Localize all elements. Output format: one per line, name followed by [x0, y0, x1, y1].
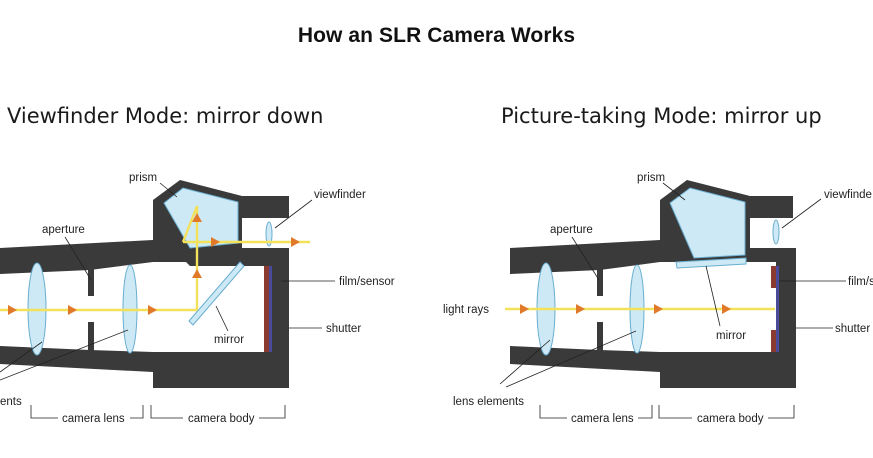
reflex-mirror — [188, 261, 245, 326]
leader-line — [0, 341, 43, 373]
left-panel-title: Viewfinder Mode: mirror down — [7, 104, 324, 128]
aperture-blade-bottom — [88, 322, 94, 352]
sensor-plane — [269, 266, 272, 352]
camera-lens-bracket — [539, 405, 653, 419]
light-ray-prism — [181, 205, 199, 243]
label-camera-body: camera body — [697, 413, 764, 425]
label-film-sensor: film/sensor — [339, 276, 395, 288]
viewfinder-lens — [772, 219, 780, 245]
leader-line — [571, 236, 600, 281]
label-mirror: mirror — [716, 330, 746, 342]
camera-body-bracket — [150, 405, 286, 419]
leader-line — [0, 329, 129, 381]
prism-glass — [163, 187, 239, 249]
aperture-blade-top — [88, 266, 94, 296]
ray-arrow — [576, 304, 585, 314]
leader-line — [662, 182, 686, 201]
viewfinder-housing — [242, 196, 289, 218]
label-mirror: mirror — [214, 334, 244, 346]
right-panel: prism viewfinde aperture film/s light ra… — [443, 172, 873, 425]
label-viewfinder: viewfinde — [824, 189, 872, 201]
label-camera-body: camera body — [188, 413, 255, 425]
camera-body-bracket — [658, 405, 795, 419]
label-prism: prism — [129, 172, 157, 184]
leader-line — [705, 265, 721, 327]
ray-arrow — [8, 305, 17, 315]
film-plane — [771, 330, 776, 352]
label-shutter: shutter — [326, 323, 361, 335]
prism-glass — [669, 187, 746, 259]
label-aperture: aperture — [42, 224, 85, 236]
film-plane — [771, 266, 776, 288]
label-camera-lens: camera lens — [571, 413, 634, 425]
label-aperture: aperture — [550, 224, 593, 236]
leader-line — [274, 199, 313, 229]
ray-arrow — [520, 304, 529, 314]
leader-line — [159, 182, 178, 198]
viewfinder-lens — [265, 221, 273, 247]
page-title: How an SLR Camera Works — [297, 24, 576, 47]
leader-line — [215, 305, 229, 332]
ray-arrow — [291, 237, 300, 247]
leader-line — [64, 236, 92, 281]
label-camera-lens: camera lens — [62, 413, 125, 425]
left-panel: prism viewfinder aperture film/sensor mi… — [0, 172, 395, 425]
label-viewfinder: viewfinder — [314, 189, 366, 201]
ray-arrow — [654, 304, 663, 314]
camera-body-back — [153, 248, 289, 388]
ray-arrow — [722, 304, 731, 314]
label-lens-elements: ents — [0, 396, 22, 408]
ray-arrow — [192, 269, 202, 278]
label-prism: prism — [637, 172, 665, 184]
label-light-rays: light rays — [443, 304, 489, 316]
aperture-blade-bottom — [597, 322, 603, 352]
ray-arrow — [148, 305, 157, 315]
camera-lens-bracket — [30, 405, 144, 419]
film-plane — [264, 266, 269, 352]
sensor-plane — [776, 266, 779, 352]
label-lens-elements: lens elements — [453, 396, 524, 408]
ray-arrow — [68, 305, 77, 315]
label-shutter: shutter — [835, 323, 870, 335]
right-panel-title: Picture-taking Mode: mirror up — [501, 104, 822, 128]
leader-line — [499, 339, 551, 385]
leader-line — [781, 198, 822, 229]
camera-body-back — [660, 248, 796, 388]
label-film-sensor: film/s — [848, 276, 873, 288]
reflex-mirror — [675, 257, 747, 269]
ray-arrow — [211, 237, 220, 247]
aperture-blade-top — [597, 266, 603, 296]
leader-line — [505, 330, 637, 388]
ray-arrow — [192, 213, 202, 222]
viewfinder-housing — [750, 196, 793, 218]
